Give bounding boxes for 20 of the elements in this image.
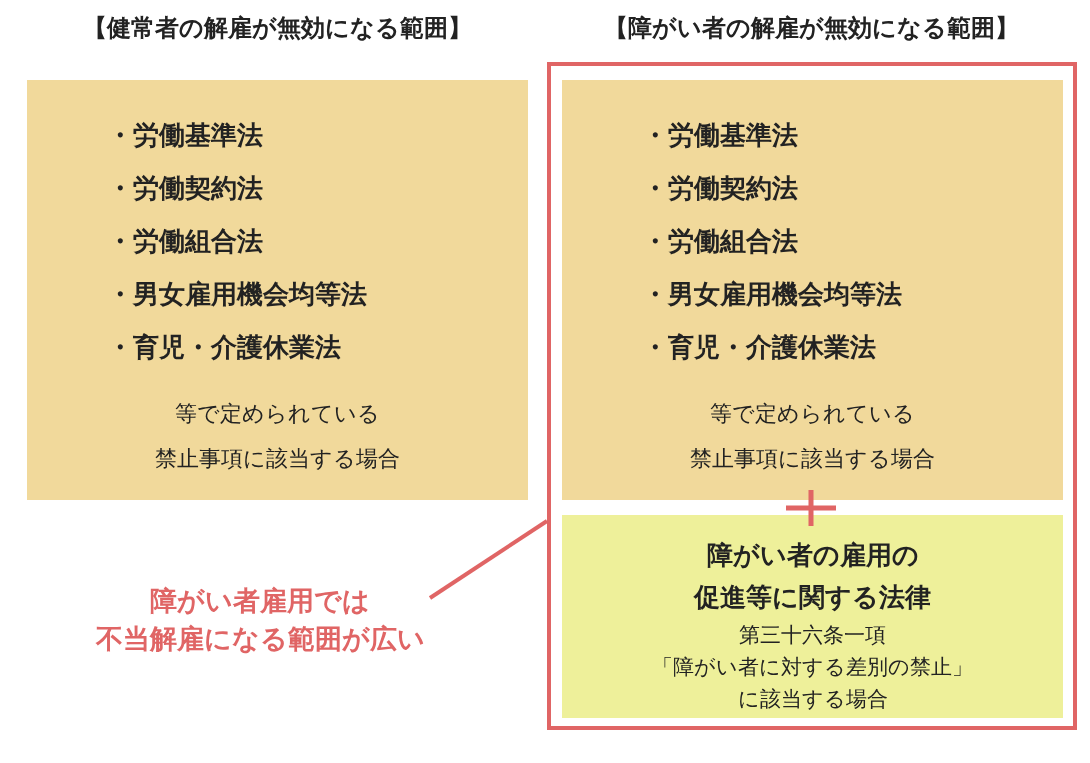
list-item: ・育児・介護休業法 <box>107 331 341 363</box>
heading: 【健常者の解雇が無効になる範囲】 <box>82 13 473 44</box>
list-item: ・育児・介護休業法 <box>642 331 876 363</box>
note-text: 等で定められている禁止事項に該当する場合 <box>154 400 401 473</box>
law-title: 障がい者の雇用の促進等に関する法律 <box>692 539 932 614</box>
list-item: ・労働基準法 <box>642 119 798 151</box>
note-text: 第三十六条一項「障がい者に対する差別の禁止」に該当する場合 <box>651 622 974 713</box>
leader-line <box>428 519 549 600</box>
list-item: ・男女雇用機会均等法 <box>642 278 902 310</box>
heading: 【障がい者の解雇が無効になる範囲】 <box>602 13 1020 44</box>
list-item: ・男女雇用機会均等法 <box>107 278 367 310</box>
callout-text: 障がい者雇用では不当解雇になる範囲が広い <box>90 582 430 658</box>
list-item: ・労働契約法 <box>642 172 798 204</box>
card <box>562 515 1063 718</box>
list-item: ・労働組合法 <box>642 225 798 257</box>
card <box>562 80 1063 500</box>
list-item: ・労働契約法 <box>107 172 263 204</box>
list-item: ・労働基準法 <box>107 119 263 151</box>
note-text: 等で定められている禁止事項に該当する場合 <box>689 400 936 473</box>
list-item: ・労働組合法 <box>107 225 263 257</box>
